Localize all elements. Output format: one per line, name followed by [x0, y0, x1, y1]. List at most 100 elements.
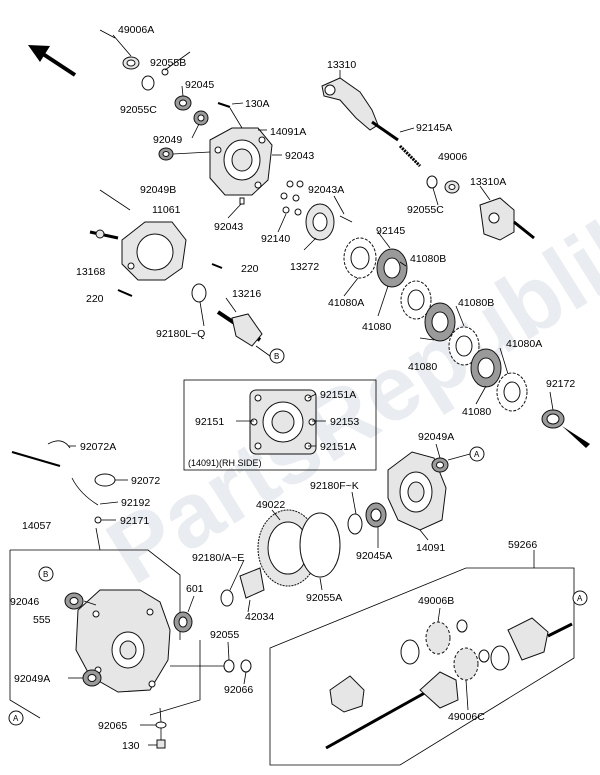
label-49006C: 49006C — [448, 711, 485, 723]
label-92065: 92065 — [98, 720, 127, 732]
part-130-bolt — [156, 739, 166, 749]
part-220-bolt — [117, 263, 223, 297]
label-220-a: 220 — [241, 263, 259, 275]
label-49006A: 49006A — [118, 24, 154, 36]
part-13168-lever — [89, 229, 119, 240]
label-130: 130 — [122, 740, 140, 752]
part-92055B — [161, 68, 169, 76]
callout-A-right: A — [469, 446, 485, 462]
callout-A-driveshaft: A — [572, 590, 588, 606]
callout-A-left: A — [8, 710, 24, 726]
part-41080B-disc-1 — [376, 248, 408, 288]
label-92045A: 92045A — [356, 550, 392, 562]
label-92171: 92171 — [120, 515, 149, 527]
part-41080A-plate-1 — [343, 237, 377, 279]
label-92172: 92172 — [546, 378, 575, 390]
part-92049A-seal-right — [431, 457, 449, 473]
part-shift-rod — [11, 451, 61, 467]
part-92055C-ring — [141, 75, 155, 91]
label-555: 555 — [33, 614, 51, 626]
part-92180FK-shim — [347, 513, 363, 535]
label-92180FK: 92180F~K — [310, 480, 359, 492]
label-41080A-b: 41080A — [506, 338, 542, 350]
leader-lines — [68, 51, 554, 746]
part-92049B-seal — [158, 147, 174, 161]
label-92180LQ: 92180L~Q — [156, 328, 205, 340]
part-14091-housing — [387, 451, 447, 531]
callout-B-top: B — [269, 348, 285, 364]
svg-text:B: B — [274, 352, 279, 361]
part-92172-seal — [541, 409, 590, 448]
part-92192-lever — [71, 477, 99, 506]
label-49022: 49022 — [256, 499, 285, 511]
label-42034: 42034 — [245, 611, 274, 623]
label-92046: 92046 — [10, 596, 39, 608]
part-14091A-cover — [209, 127, 273, 196]
label-41080-b: 41080 — [408, 361, 437, 373]
label-92151A-b: 92151A — [320, 441, 356, 453]
part-42034-pinion — [239, 567, 265, 599]
label-92066: 92066 — [224, 684, 253, 696]
label-49006: 49006 — [438, 151, 467, 163]
part-13310A-joint — [479, 197, 535, 241]
part-92140-balls — [280, 180, 304, 216]
label-92192: 92192 — [121, 497, 150, 509]
part-41080-disc-2 — [424, 302, 456, 342]
label-13310A: 13310A — [470, 176, 506, 188]
part-92055C-ring-mid — [426, 175, 438, 189]
part-92045A-bearing — [365, 502, 387, 528]
direction-arrow-icon — [28, 45, 77, 77]
label-92180AE: 92180/A~E — [192, 552, 244, 564]
part-41080-plate-2 — [448, 326, 480, 366]
part-41080A-plate-2 — [496, 372, 528, 412]
label-13168: 13168 — [76, 266, 105, 278]
callout-B-left: B — [38, 566, 54, 582]
part-92180LQ-shim — [191, 283, 207, 303]
svg-text:B: B — [43, 570, 48, 579]
label-92055A: 92055A — [306, 592, 342, 604]
label-13216: 13216 — [232, 288, 261, 300]
svg-text:A: A — [13, 714, 19, 723]
part-92045-bearing — [174, 95, 192, 111]
part-92055A-oring — [299, 512, 341, 578]
svg-text:A: A — [474, 450, 480, 459]
part-11061-gasket — [121, 221, 187, 281]
label-14091-rh-side: (14091)(RH SIDE) — [188, 458, 262, 468]
part-13272-plate — [305, 203, 335, 241]
label-41080B-b: 41080B — [458, 297, 494, 309]
label-14091: 14091 — [416, 542, 445, 554]
part-92055-oring — [223, 659, 235, 673]
label-92055B: 92055B — [150, 57, 186, 69]
label-49006B: 49006B — [418, 595, 454, 607]
part-92072A-clip — [47, 440, 71, 449]
part-41080-disc-3 — [470, 348, 502, 388]
label-92145A: 92145A — [416, 122, 452, 134]
label-220-b: 220 — [86, 293, 104, 305]
part-14091-rh-housing — [249, 389, 317, 455]
label-11061: 11061 — [152, 204, 181, 216]
part-14057-housing — [75, 589, 171, 693]
part-49006A — [122, 56, 140, 70]
label-92055C-mid: 92055C — [407, 204, 444, 216]
label-92043-a: 92043 — [285, 150, 314, 162]
label-13272: 13272 — [290, 261, 319, 273]
label-41080-c: 41080 — [462, 406, 491, 418]
label-92153: 92153 — [330, 416, 359, 428]
label-41080B-a: 41080B — [410, 253, 446, 265]
part-59266-driveshaft — [325, 617, 573, 750]
label-41080A-a: 41080A — [328, 297, 364, 309]
part-92145A-spring — [398, 144, 422, 168]
part-92171-pin — [94, 516, 102, 524]
label-92151: 92151 — [195, 416, 224, 428]
label-92145: 92145 — [376, 225, 405, 237]
label-92072A: 92072A — [80, 441, 116, 453]
svg-text:A: A — [577, 594, 583, 603]
label-92043-b: 92043 — [214, 221, 243, 233]
label-92045-top: 92045 — [185, 79, 214, 91]
label-14057: 14057 — [22, 520, 51, 532]
label-92072: 92072 — [131, 475, 160, 487]
driveshaft-box — [269, 567, 575, 766]
label-92043A: 92043A — [308, 184, 344, 196]
label-92049B: 92049B — [140, 184, 176, 196]
part-92066-plug — [240, 659, 252, 673]
